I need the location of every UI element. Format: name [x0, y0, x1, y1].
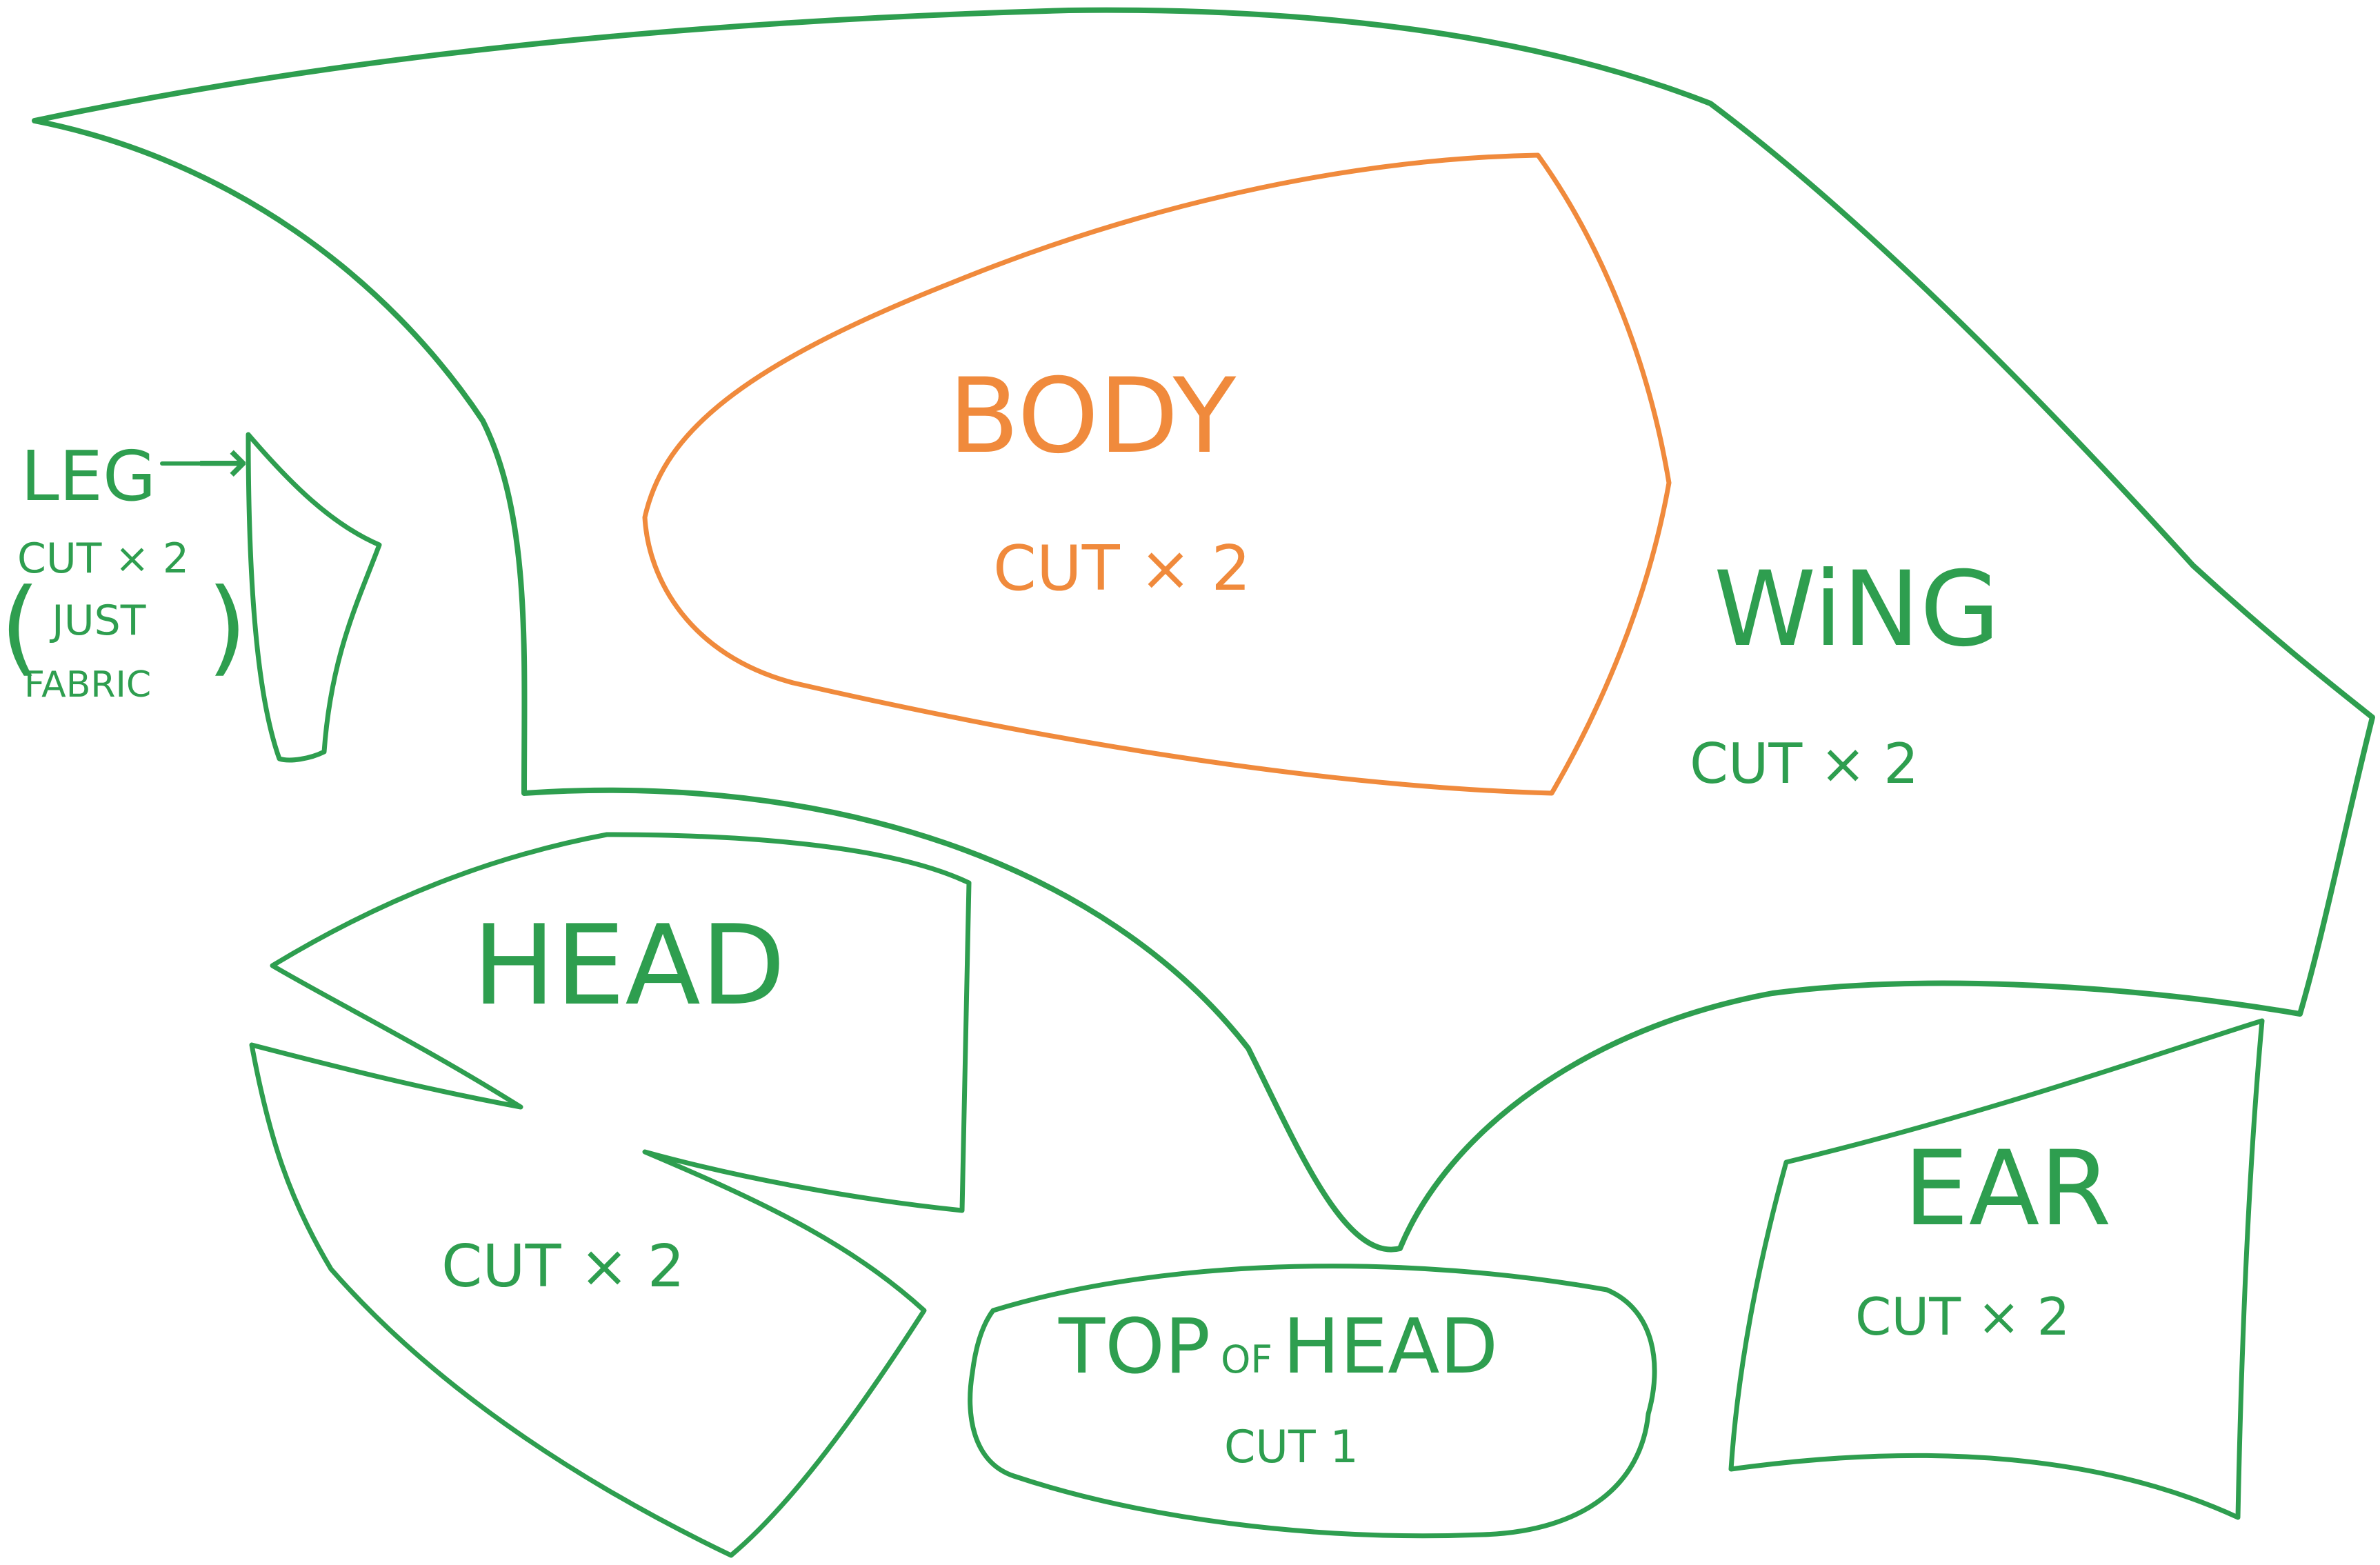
leg-note-line2: FABRIC	[24, 664, 151, 706]
leg-note-line1: JUST	[49, 597, 146, 645]
top-of-head-cut-instruction: CUT 1	[1224, 1422, 1359, 1473]
leg-arrow-head: →	[197, 426, 248, 498]
leg-label: LEG	[21, 436, 156, 517]
body-cut-instruction: CUT × 2	[993, 532, 1251, 605]
leg-note-close-paren: )	[207, 567, 248, 687]
head-label: HEAD	[472, 901, 786, 1030]
leg-outline	[246, 432, 382, 763]
ear-cut-instruction: CUT × 2	[1855, 1286, 2070, 1347]
body-outline	[642, 152, 1672, 796]
head-outline	[249, 832, 972, 1558]
body-label: BODY	[948, 357, 1237, 477]
ear-label: EAR	[1903, 1129, 2112, 1249]
wing-outline	[32, 7, 2375, 1253]
leg-cut-instruction: CUT × 2	[17, 535, 189, 583]
head-cut-instruction: CUT × 2	[441, 1233, 685, 1301]
top-of-head-label-part1: TOP	[1058, 1302, 1210, 1390]
wing-cut-instruction: CUT × 2	[1690, 732, 1919, 796]
leg-note-open-paren: (	[0, 567, 41, 687]
top-of-head-outline	[968, 1264, 1657, 1539]
wing-label: WiNG	[1714, 550, 2000, 670]
top-of-head-label-part3: HEAD	[1283, 1302, 1498, 1390]
top-of-head-label-part2: OF	[1221, 1337, 1272, 1382]
ear-outline	[1728, 1018, 2265, 1520]
